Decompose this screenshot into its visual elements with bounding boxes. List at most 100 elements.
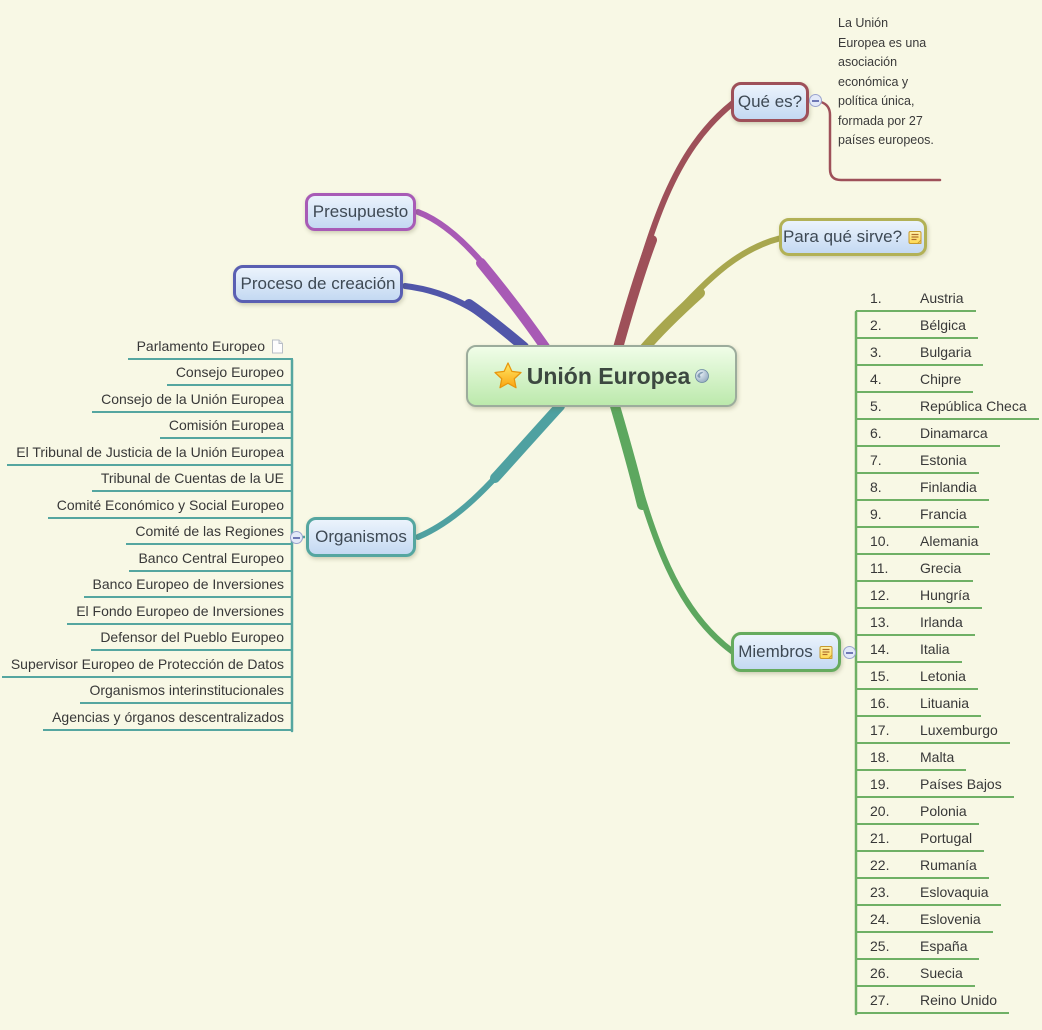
miembros-item[interactable]: 19.Países Bajos: [856, 771, 1014, 798]
miembros-item-label: Grecia: [920, 560, 962, 576]
miembros-item-number: 13.: [870, 614, 890, 630]
minus-icon: [846, 651, 853, 654]
miembros-item-label: Lituania: [920, 695, 970, 711]
miembros-item-number: 5.: [870, 398, 882, 414]
star-icon[interactable]: [493, 361, 523, 391]
miembros-item-label: Letonia: [920, 668, 966, 684]
organismos-item-label: Consejo Europeo: [175, 364, 284, 380]
miembros-item-label: Hungría: [920, 587, 970, 603]
miembros-item[interactable]: 13. Irlanda: [856, 609, 975, 636]
organismos-item[interactable]: El Fondo Europeo de Inversiones: [67, 598, 293, 625]
miembros-item[interactable]: 24.Eslovenia: [856, 906, 993, 933]
miembros-item-label: Chipre: [920, 371, 962, 387]
miembros-item[interactable]: 10. Alemania: [856, 528, 991, 555]
organismos-item[interactable]: El Tribunal de Justicia de la Unión Euro…: [7, 439, 293, 466]
miembros-item[interactable]: 3.Bulgaria: [856, 339, 984, 366]
miembros-item-label: Reino Unido: [920, 992, 998, 1008]
miembros-item[interactable]: 6.Dinamarca: [856, 420, 1000, 447]
globe-icon[interactable]: [694, 368, 710, 384]
attachment-icon[interactable]: [271, 339, 284, 354]
organismos-item[interactable]: Parlamento Europeo: [127, 333, 293, 360]
miembros-item-label: Eslovaquia: [920, 884, 989, 900]
collapse-button-organismos[interactable]: [290, 531, 303, 544]
topic-organismos[interactable]: Organismos: [306, 517, 416, 557]
collapse-button-miembros[interactable]: [843, 646, 856, 659]
miembros-item[interactable]: 27. Reino Unido: [856, 987, 1010, 1014]
organismos-item-label: Tribunal de Cuentas de la UE: [100, 470, 284, 486]
topic-miembros[interactable]: Miembros: [731, 632, 841, 672]
miembros-item-label: Alemania: [920, 533, 979, 549]
miembros-item[interactable]: 15.Letonia: [856, 663, 978, 690]
miembros-item-label: Malta: [920, 749, 955, 765]
topic-organismos-label: Organismos: [315, 527, 407, 546]
miembros-item[interactable]: 26.Suecia: [856, 960, 975, 987]
note-connector-que-es: [819, 100, 942, 182]
miembros-item-number: 16.: [870, 695, 890, 711]
organismos-item-label: Defensor del Pueblo Europeo: [100, 629, 284, 645]
miembros-item[interactable]: 17.Luxemburgo: [856, 717, 1010, 744]
miembros-item[interactable]: 4.Chipre: [856, 366, 974, 393]
miembros-item[interactable]: 5.República Checa: [856, 393, 1039, 420]
miembros-item-label: Portugal: [920, 830, 973, 846]
miembros-item-label: Suecia: [920, 965, 963, 981]
organismos-item-label: Agencias y órganos descentralizados: [52, 708, 284, 725]
miembros-item[interactable]: 14.Italia: [856, 636, 962, 663]
organismos-item[interactable]: Consejo Europeo: [166, 360, 293, 386]
organismos-item-label: Comité Económico y Social Europeo: [56, 496, 284, 513]
branch-que-es-root: [613, 235, 657, 353]
miembros-item[interactable]: 16. Lituania: [856, 690, 982, 717]
organismos-item[interactable]: Banco Central Europeo: [129, 545, 293, 572]
organismos-item[interactable]: Organismos interinstitucionales: [80, 678, 293, 704]
miembros-item[interactable]: 25.España: [856, 933, 980, 960]
miembros-list: 1.Austria 2.Bélgica 3.Bulgaria 4.Chipre …: [856, 285, 1039, 1014]
organismos-item[interactable]: Agencias y órganos descentralizados: [43, 704, 293, 731]
miembros-item[interactable]: 1.Austria: [856, 285, 976, 312]
miembros-item[interactable]: 23.Eslovaquia: [856, 879, 1001, 906]
miembros-item-number: 1.: [870, 290, 882, 306]
organismos-item[interactable]: Comisión Europea: [159, 413, 293, 439]
miembros-item[interactable]: 9.Francia: [856, 501, 979, 528]
miembros-item-label: Irlanda: [920, 614, 963, 630]
miembros-item-number: 27.: [870, 992, 890, 1008]
organismos-item[interactable]: Supervisor Europeo de Protección de Dato…: [1, 651, 293, 678]
miembros-item[interactable]: 18.Malta: [856, 744, 967, 771]
miembros-item[interactable]: 8.Finlandia: [856, 474, 989, 501]
topic-proceso-creacion-label: Proceso de creación: [240, 274, 396, 293]
central-topic-union-europea[interactable]: Unión Europea: [466, 345, 737, 407]
organismos-item[interactable]: Tribunal de Cuentas de la UE: [91, 466, 293, 492]
organismos-item[interactable]: Comité Económico y Social Europeo: [47, 492, 293, 519]
note-icon[interactable]: [908, 230, 923, 245]
miembros-item[interactable]: 12.Hungría: [856, 582, 982, 609]
topic-proceso-creacion[interactable]: Proceso de creación: [233, 265, 403, 303]
branch-presupuesto-root: [476, 258, 550, 352]
organismos-item-label: El Fondo Europeo de Inversiones: [76, 602, 284, 619]
miembros-item[interactable]: 7.Estonia: [856, 447, 979, 474]
organismos-item[interactable]: Banco Europeo de Inversiones: [83, 572, 293, 598]
miembros-item[interactable]: 2.Bélgica: [856, 312, 978, 339]
branch-miembros: [612, 403, 736, 655]
miembros-item-number: 22.: [870, 857, 890, 873]
miembros-item-number: 20.: [870, 803, 890, 819]
organismos-item[interactable]: Comité de las Regiones: [126, 519, 293, 545]
topic-para-que-sirve[interactable]: Para qué sirve?: [779, 218, 927, 256]
organismos-item-label: Supervisor Europeo de Protección de Dato…: [10, 655, 284, 672]
note-que-es-text[interactable]: La Unión Europea es una asociación econó…: [838, 16, 934, 147]
miembros-item[interactable]: 20.Polonia: [856, 798, 979, 825]
organismos-item[interactable]: Consejo de la Unión Europea: [92, 386, 293, 413]
miembros-item[interactable]: 21.Portugal: [856, 825, 985, 852]
topic-presupuesto-label: Presupuesto: [312, 202, 409, 221]
miembros-item[interactable]: 11.Grecia: [856, 555, 974, 582]
collapse-button-que-es[interactable]: [809, 94, 822, 107]
organismos-list: Parlamento Europeo Consejo Europeo Conse…: [0, 333, 293, 731]
topic-que-es[interactable]: Qué es?: [731, 82, 809, 122]
topic-miembros-label: Miembros: [738, 642, 813, 661]
note-icon[interactable]: [819, 645, 834, 660]
organismos-item[interactable]: Defensor del Pueblo Europeo: [91, 625, 293, 651]
miembros-item[interactable]: 22.Rumanía: [856, 852, 989, 879]
miembros-item-label: Eslovenia: [920, 911, 981, 927]
topic-presupuesto[interactable]: Presupuesto: [305, 193, 416, 231]
miembros-item-number: 7.: [870, 452, 882, 468]
miembros-item-number: 10.: [870, 533, 890, 549]
branch-proceso-creacion-root: [464, 299, 529, 352]
minus-icon: [812, 99, 819, 102]
